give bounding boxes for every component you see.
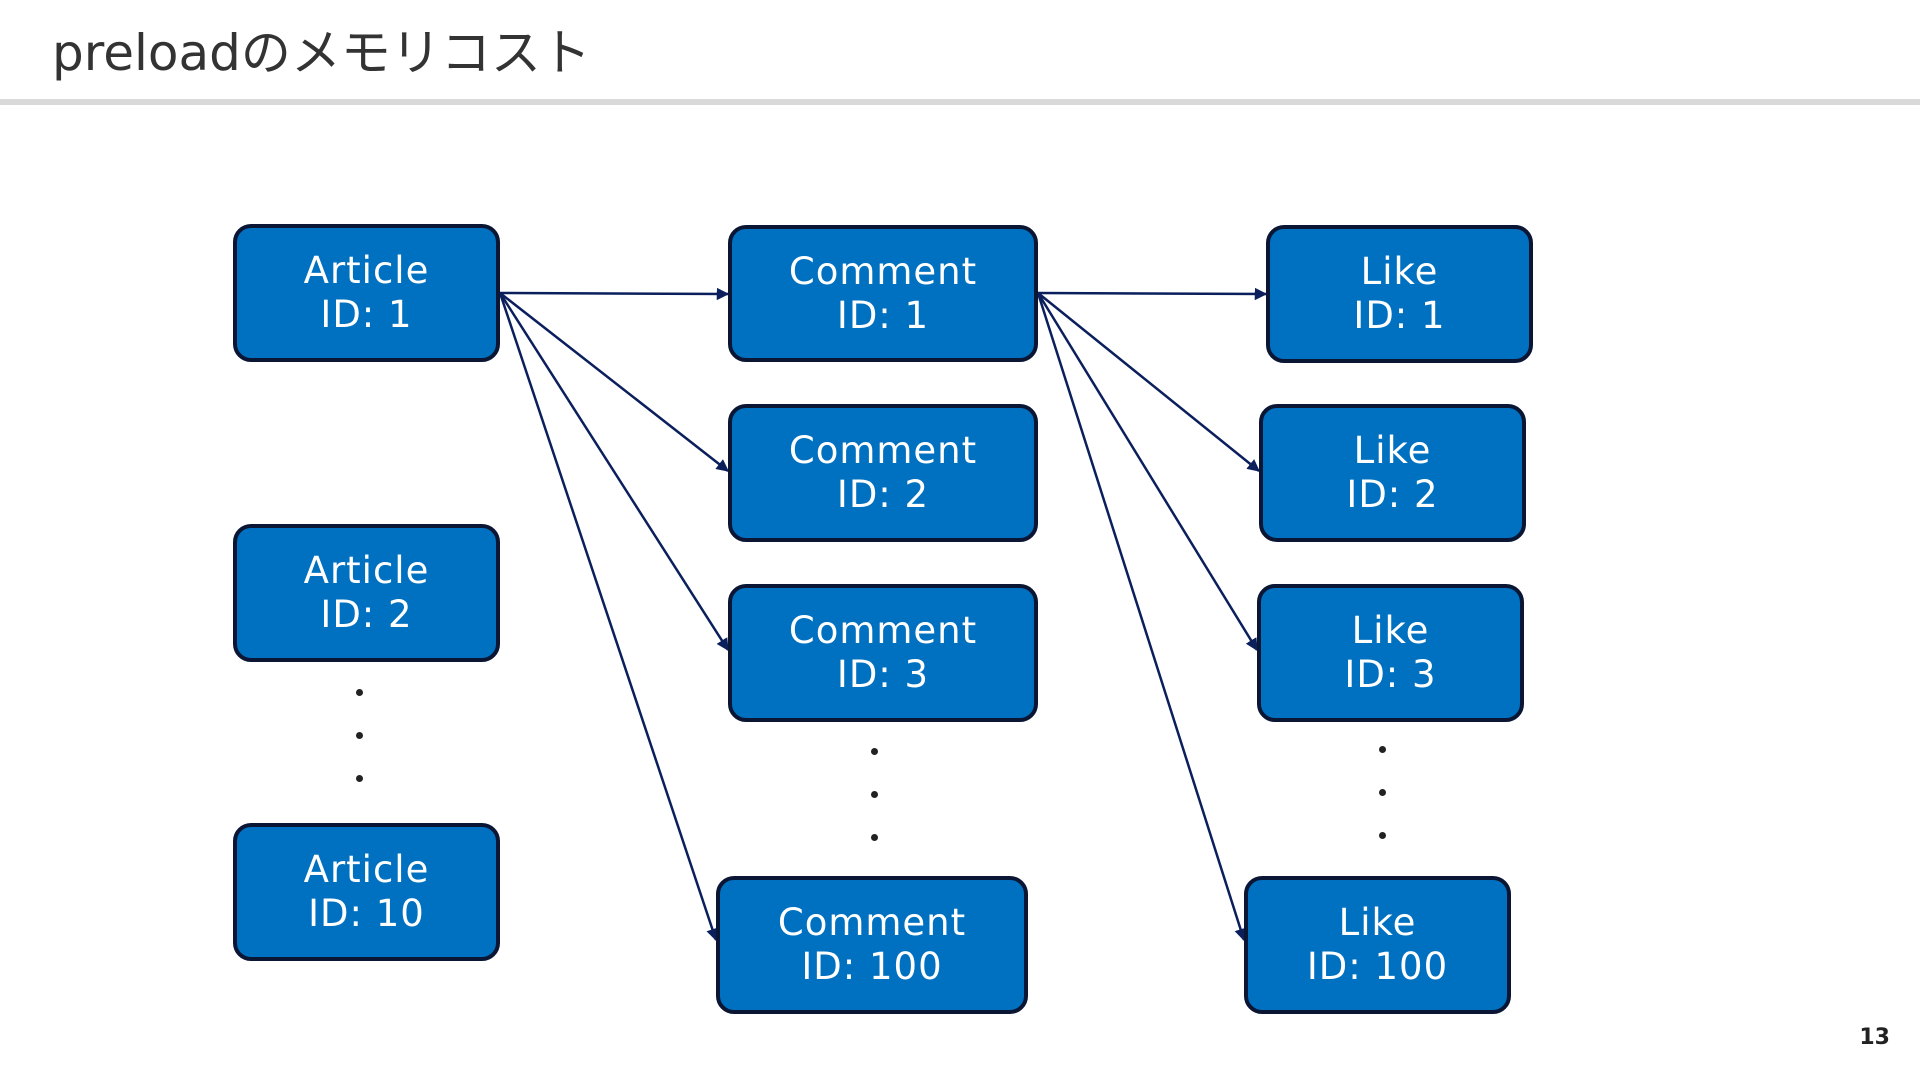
like-ellipsis: [1362, 746, 1402, 839]
like-node-100: Like ID: 100: [1244, 876, 1511, 1014]
comment-node-3: Comment ID: 3: [728, 584, 1038, 722]
like-node-2: Like ID: 2: [1259, 404, 1526, 542]
node-id-label: ID: 2: [836, 473, 930, 516]
node-id-label: ID: 1: [320, 293, 413, 336]
node-type-label: Article: [303, 549, 430, 592]
arrow-comment1-like100: [1036, 292, 1247, 942]
like-node-1: Like ID: 1: [1266, 225, 1533, 363]
node-id-label: ID: 100: [801, 945, 943, 988]
node-type-label: Like: [1338, 901, 1417, 944]
ellipsis-dot: [355, 732, 363, 739]
node-type-label: Article: [303, 249, 430, 292]
node-type-label: Like: [1353, 429, 1432, 472]
ellipsis-dot: [1378, 746, 1386, 753]
node-id-label: ID: 2: [1346, 473, 1439, 516]
arrow-article1-comment3: [498, 292, 730, 652]
comment-node-1: Comment ID: 1: [728, 225, 1038, 362]
node-type-label: Article: [303, 848, 430, 891]
arrow-article1-comment1: [499, 287, 730, 301]
node-id-label: ID: 2: [320, 593, 413, 636]
arrow-article1-comment2: [499, 292, 729, 472]
slide-title: preloadのメモリコスト: [52, 24, 591, 82]
ellipsis-dot: [355, 689, 363, 696]
ellipsis-dot: [355, 775, 363, 782]
ellipsis-dot: [870, 834, 878, 841]
comment-ellipsis: [854, 748, 894, 841]
node-id-label: ID: 10: [308, 892, 425, 935]
page-number: 13: [1859, 1025, 1890, 1050]
article-node-1: Article ID: 1: [233, 224, 500, 362]
node-type-label: Like: [1360, 250, 1439, 293]
arrow-comment1-like1: [1037, 287, 1268, 301]
article-node-10: Article ID: 10: [233, 823, 500, 961]
ellipsis-dot: [1378, 789, 1386, 796]
title-divider: [0, 99, 1920, 105]
node-id-label: ID: 3: [836, 653, 930, 696]
arrow-article1-comment100: [498, 292, 719, 942]
node-id-label: ID: 3: [1344, 653, 1437, 696]
node-type-label: Comment: [788, 249, 978, 293]
ellipsis-dot: [870, 748, 878, 755]
like-node-3: Like ID: 3: [1257, 584, 1524, 722]
article-node-2: Article ID: 2: [233, 524, 500, 662]
node-type-label: Comment: [788, 609, 978, 652]
node-type-label: Comment: [777, 901, 967, 944]
ellipsis-dot: [870, 791, 878, 798]
node-id-label: ID: 1: [836, 293, 930, 337]
node-type-label: Comment: [788, 429, 978, 472]
comment-node-100: Comment ID: 100: [716, 876, 1028, 1014]
arrow-comment1-like3: [1036, 292, 1259, 652]
node-type-label: Like: [1351, 609, 1430, 652]
article-ellipsis: [339, 689, 379, 782]
ellipsis-dot: [1378, 832, 1386, 839]
arrow-comment1-like2: [1037, 292, 1260, 472]
node-id-label: ID: 100: [1306, 945, 1449, 988]
node-id-label: ID: 1: [1353, 294, 1446, 337]
comment-node-2: Comment ID: 2: [728, 404, 1038, 542]
